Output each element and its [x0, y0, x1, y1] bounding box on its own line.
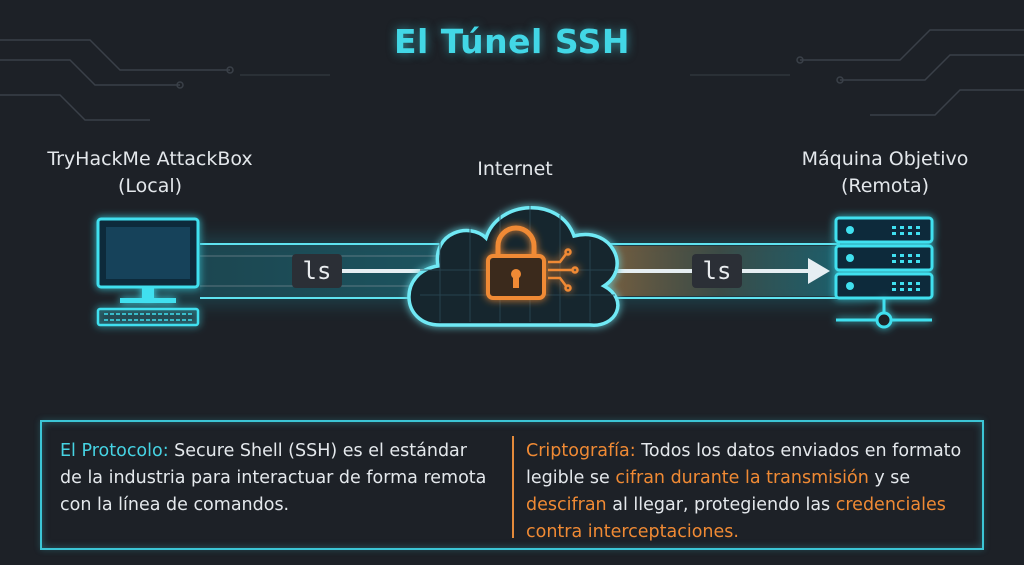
- computer-icon: [96, 217, 200, 327]
- remote-node-type: (Remota): [840, 175, 930, 197]
- remote-node-name: Máquina Objetivo: [801, 148, 969, 170]
- local-node-label: TryHackMe AttackBox (Local): [30, 146, 270, 200]
- protocol-heading: El Protocolo:: [60, 441, 169, 461]
- crypto-heading: Criptografía:: [526, 441, 636, 461]
- page-title: El Túnel SSH: [393, 22, 631, 61]
- crypto-highlight-2: descifran: [526, 495, 607, 515]
- protocol-text: Secure Shell (SSH) es el estándar de la …: [60, 441, 487, 515]
- internet-node-label: Internet: [477, 158, 553, 180]
- crypto-description: Criptografía: Todos los datos enviados e…: [526, 438, 974, 546]
- crypto-text-2: y se: [868, 468, 911, 488]
- network-node-icon: [836, 298, 932, 329]
- crypto-highlight-3: credenciales contra interceptaciones.: [526, 495, 946, 542]
- server-icon: [834, 216, 934, 300]
- command-ls-left: ls: [292, 254, 342, 288]
- info-panel: El Protocolo: Secure Shell (SSH) es el e…: [40, 420, 984, 550]
- protocol-description: El Protocolo: Secure Shell (SSH) es el e…: [60, 438, 490, 519]
- remote-node-label: Máquina Objetivo (Remota): [775, 146, 995, 200]
- crypto-text-3: al llegar, protegiendo las: [606, 495, 836, 515]
- circuit-decoration: [0, 29, 1024, 121]
- crypto-highlight-1: cifran durante la transmisión: [615, 468, 869, 488]
- local-node-name: TryHackMe AttackBox: [47, 148, 253, 170]
- command-ls-right: ls: [692, 254, 742, 288]
- local-node-type: (Local): [117, 175, 183, 197]
- crypto-text-1: Todos los datos enviados en formato legi…: [526, 441, 962, 488]
- padlock-icon: [486, 225, 579, 300]
- panel-divider: [512, 436, 514, 538]
